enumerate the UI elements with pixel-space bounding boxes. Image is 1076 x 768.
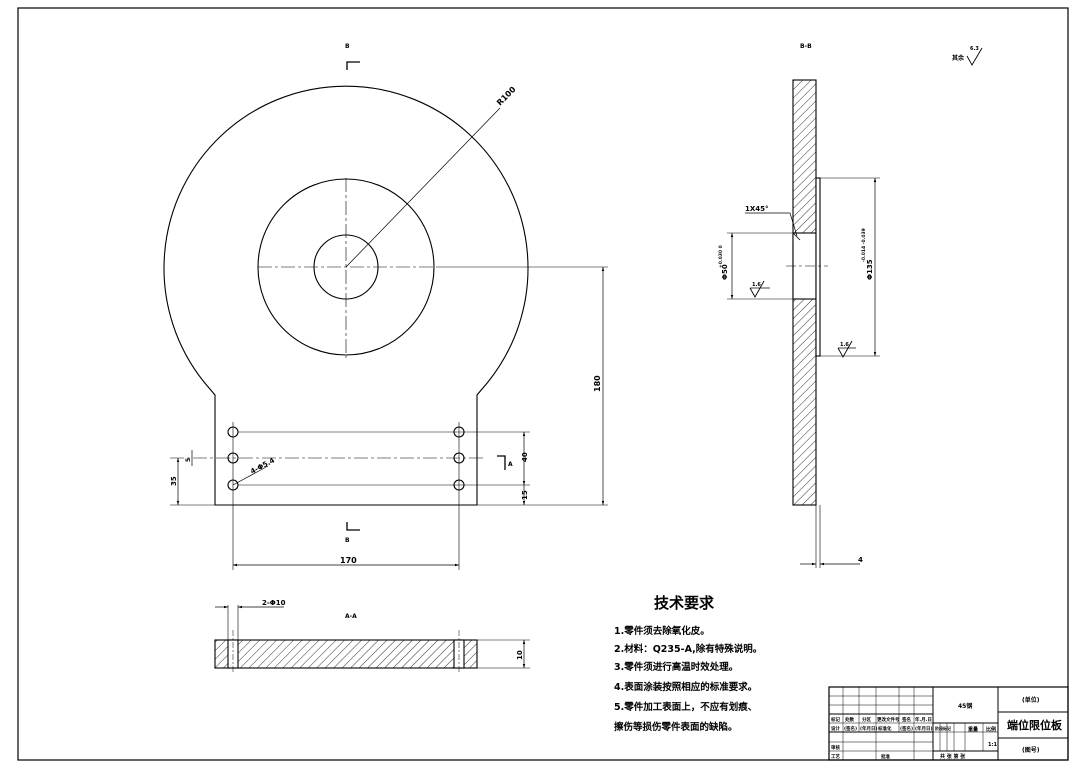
tb-weight: 重量 <box>968 726 978 733</box>
tb-h2: 分区 <box>862 716 871 723</box>
section-aa <box>214 605 530 672</box>
dim-15: 15 <box>521 490 529 500</box>
tb-company: (单位) <box>1022 696 1040 704</box>
tech-item-5: 5.零件加工表面上，不应有划痕、 <box>614 701 757 713</box>
tb-h0: 标记 <box>830 716 840 723</box>
dim-5: 5 <box>185 458 192 462</box>
tech-item-2: 2.材料：Q235-A,除有特殊说明。 <box>614 643 762 655</box>
tb-process: 工艺 <box>831 753 840 760</box>
section-bb-title: B-B <box>800 43 812 50</box>
front-view <box>163 61 608 570</box>
side-view-text: B-B 其余 6.3 1X45° Φ50 +0.030 0 Φ135 -0.01… <box>718 43 979 564</box>
tb-stage: 阶段标记 <box>935 725 951 731</box>
section-aa-plate <box>214 639 478 669</box>
tech-item-1: 1.零件须去除氧化皮。 <box>614 625 710 637</box>
tb-review: 审核 <box>831 744 840 751</box>
tb-material: 45钢 <box>958 702 972 710</box>
front-view-text: R100 180 40 15 35 5 4-Φ5.4 170 B B A <box>170 43 602 565</box>
bore-label: Φ50 <box>721 264 729 280</box>
plate-outline <box>163 85 529 506</box>
tb-d0: 设计 <box>831 725 840 732</box>
side-step <box>815 177 821 357</box>
tb-d5: (年月日) <box>915 725 933 732</box>
roughness-rest: 其余 <box>952 54 965 62</box>
step-tol: -0.014 -0.039 <box>861 228 867 262</box>
section-aa-title: A-A <box>345 613 357 620</box>
tb-sheets: 共 张 第 张 <box>940 753 966 760</box>
step-label: Φ135 <box>866 259 874 280</box>
title-block-text: 45钢 (单位) 端位限位板 (图号) 重量 比例 1:1 共 张 第 张 阶段… <box>830 696 1063 760</box>
dim-40: 40 <box>521 452 529 462</box>
tb-d2: (年月日) <box>860 725 878 732</box>
tb-h3: 更改文件号 <box>877 716 900 723</box>
section-b-bottom: B <box>345 537 350 544</box>
radius-leader <box>345 107 501 268</box>
tb-d1: (签名) <box>844 725 857 732</box>
section-a-side: A <box>508 461 513 468</box>
tech-item-4: 4.表面涂装按照相应的标准要求。 <box>614 681 757 693</box>
tb-d3: 标准化 <box>877 725 892 732</box>
tb-h1: 处数 <box>844 716 854 723</box>
dim-180: 180 <box>593 375 602 392</box>
tb-part-name: 端位限位板 <box>1007 718 1063 732</box>
section-aa-text: 2-Φ10 A-A 10 <box>262 599 524 660</box>
tech-item-3: 3.零件须进行高温时效处理。 <box>614 661 738 673</box>
title-block <box>828 686 1069 761</box>
section-b-top: B <box>345 43 350 50</box>
thickness-4: 4 <box>858 556 863 564</box>
tb-h5: 年.月.日 <box>915 716 932 723</box>
roughness-2: 1.6 <box>840 342 849 348</box>
dim-170: 170 <box>340 556 357 565</box>
tech-title: 技术要求 <box>654 594 715 612</box>
tech-requirements: 技术要求 1.零件须去除氧化皮。 2.材料：Q235-A,除有特殊说明。 3.零… <box>614 594 762 733</box>
tb-scale-label: 比例 <box>986 726 996 733</box>
bore-tol: +0.030 0 <box>718 245 724 268</box>
tb-scale: 1:1 <box>988 742 997 748</box>
tech-item-6: 擦伤等损伤零件表面的缺陷。 <box>614 721 738 733</box>
thickness-10: 10 <box>516 650 524 660</box>
tb-h4: 签名 <box>901 716 911 723</box>
roughness-rest-value: 6.3 <box>970 46 979 52</box>
chamfer-label: 1X45° <box>745 205 769 213</box>
tb-drawing-no: (图号) <box>1022 746 1040 754</box>
holes-label: 4-Φ5.4 <box>249 456 276 475</box>
holes-2-label: 2-Φ10 <box>262 599 286 607</box>
drawing-border <box>17 7 1069 761</box>
tb-approve: 批准 <box>881 753 890 760</box>
radius-label: R100 <box>495 85 518 108</box>
roughness-1: 1.6 <box>752 282 761 288</box>
side-view <box>727 47 983 568</box>
dim-35: 35 <box>170 476 178 486</box>
tb-d4: (签名) <box>900 725 913 732</box>
